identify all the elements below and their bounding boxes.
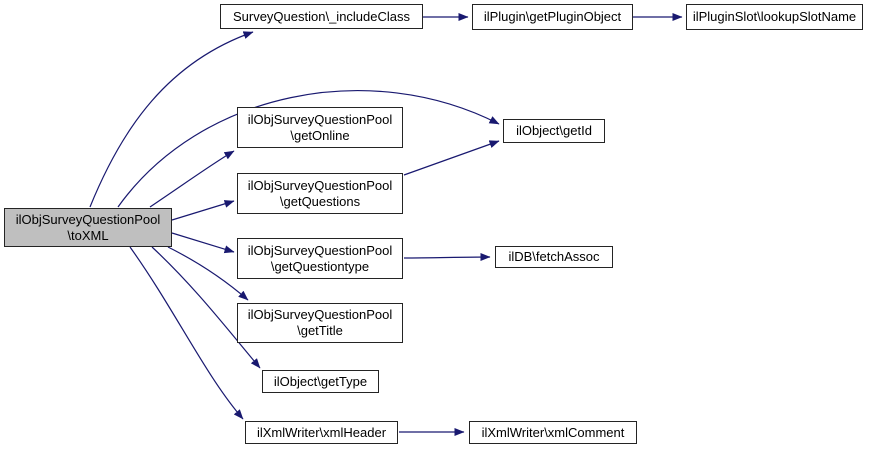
edge-toXML-xmlHeader: [129, 246, 244, 420]
node-label: ilObject\getType: [273, 373, 368, 389]
node-label: \toXML: [67, 227, 109, 243]
node-label: ilXmlWriter\xmlComment: [481, 424, 625, 440]
node-label: ilObjSurveyQuestionPool: [247, 307, 393, 322]
edge-getQuestiontype-fetchAssoc: [403, 253, 491, 262]
graph-node-toXML: ilObjSurveyQuestionPool\toXML: [4, 208, 172, 247]
graph-node-xmlComment[interactable]: ilXmlWriter\xmlComment: [469, 421, 637, 444]
graph-node-getPluginObject[interactable]: ilPlugin\getPluginObject: [472, 4, 633, 30]
graph-node-includeClass[interactable]: SurveyQuestion\_includeClass: [220, 4, 423, 29]
graph-node-getOnline[interactable]: ilObjSurveyQuestionPool\getOnline: [237, 107, 403, 148]
edge-toXML-getId: [117, 90, 500, 208]
node-label: \getTitle: [297, 323, 343, 338]
node-label: ilObjSurveyQuestionPool: [247, 111, 393, 127]
node-label: ilObject\getId: [516, 123, 592, 138]
node-label: ilPlugin\getPluginObject: [483, 9, 622, 24]
edge-toXML-getTitle: [167, 246, 249, 301]
graph-node-fetchAssoc[interactable]: ilDB\fetchAssoc: [495, 246, 613, 268]
node-label: \getOnline: [290, 127, 350, 143]
graph-node-getType[interactable]: ilObject\getType: [262, 370, 379, 393]
edge-toXML-getQuestiontype: [171, 232, 235, 254]
graph-node-getQuestions[interactable]: ilObjSurveyQuestionPool\getQuestions: [237, 173, 403, 214]
graph-node-getQuestiontype[interactable]: ilObjSurveyQuestionPool\getQuestiontype: [237, 238, 403, 279]
edge-toXML-getOnline: [149, 150, 235, 208]
edge-toXML-getType: [151, 246, 261, 369]
graph-node-getId[interactable]: ilObject\getId: [503, 119, 605, 143]
graph-node-xmlHeader[interactable]: ilXmlWriter\xmlHeader: [245, 421, 398, 444]
edge-toXML-getQuestions: [171, 200, 235, 221]
node-label: SurveyQuestion\_includeClass: [232, 8, 411, 24]
edge-toXML-includeClass: [89, 31, 254, 208]
node-label: ilObjSurveyQuestionPool: [247, 242, 393, 258]
graph-node-getTitle[interactable]: ilObjSurveyQuestionPool\getTitle: [237, 303, 403, 343]
node-label: ilObjSurveyQuestionPool: [15, 211, 161, 227]
node-label: \getQuestions: [279, 193, 361, 209]
node-label: \getQuestiontype: [270, 258, 370, 274]
node-label: ilXmlWriter\xmlHeader: [256, 424, 387, 440]
node-label: ilObjSurveyQuestionPool: [247, 177, 393, 193]
node-label: ilDB\fetchAssoc: [508, 249, 600, 264]
graph-node-lookupSlotName[interactable]: ilPluginSlot\lookupSlotName: [686, 4, 863, 30]
node-label: ilPluginSlot\lookupSlotName: [692, 9, 857, 24]
edge-getQuestions-getId: [403, 140, 500, 176]
